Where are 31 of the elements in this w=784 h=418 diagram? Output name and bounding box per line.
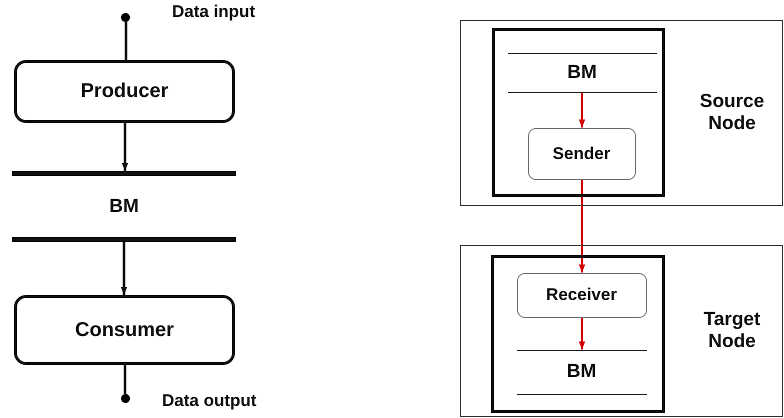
inner-frame bbox=[490, 254, 664, 412]
node-label: Receiver bbox=[546, 285, 617, 305]
process-box bbox=[528, 128, 636, 180]
arrow bbox=[578, 180, 586, 272]
process-box bbox=[516, 272, 646, 318]
arrow bbox=[578, 92, 586, 128]
node-label: Sender bbox=[552, 144, 610, 164]
terminal-dot bbox=[121, 13, 130, 22]
io-label: Data output bbox=[162, 391, 256, 411]
terminal-dot bbox=[121, 394, 130, 403]
io-label: Data input bbox=[172, 2, 256, 22]
connector-line bbox=[124, 365, 126, 394]
arrow bbox=[120, 242, 128, 295]
buffer-band bbox=[508, 52, 656, 92]
buffer-band bbox=[516, 350, 646, 394]
node-panel bbox=[460, 245, 783, 417]
node-label: BM bbox=[109, 196, 139, 218]
buffer-band bbox=[12, 171, 236, 242]
node-label: Consumer bbox=[75, 318, 174, 342]
node-panel bbox=[460, 20, 783, 206]
node-title: Source Node bbox=[698, 91, 766, 135]
node-label: BM bbox=[567, 62, 597, 84]
arrow bbox=[122, 123, 128, 171]
arrow bbox=[578, 318, 586, 350]
connector-line bbox=[124, 22, 128, 60]
node-label: Producer bbox=[80, 80, 168, 103]
node-label: BM bbox=[566, 361, 596, 383]
process-box bbox=[14, 295, 235, 365]
node-title: Target Node bbox=[702, 309, 762, 353]
inner-frame bbox=[492, 28, 664, 196]
process-box bbox=[14, 60, 235, 123]
